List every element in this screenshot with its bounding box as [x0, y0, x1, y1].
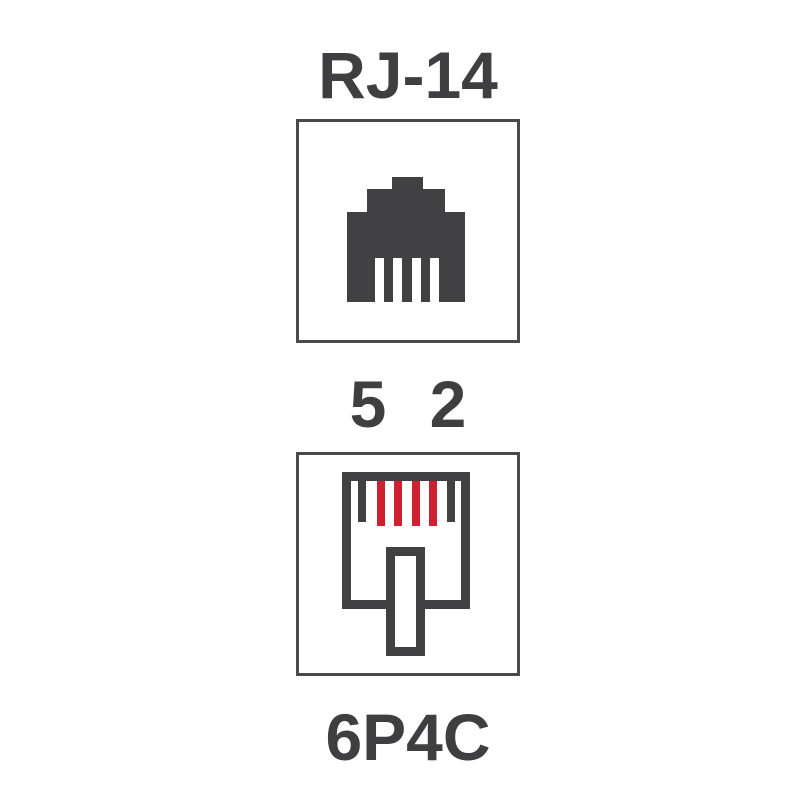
plug-pin-6: [447, 481, 455, 522]
jack-silhouette-icon: [347, 177, 465, 302]
plug-pin-2: [377, 481, 385, 526]
jack-step-top: [392, 177, 423, 190]
standard-label: 6P4C: [325, 700, 491, 774]
plug-pin-4: [412, 481, 420, 526]
jack-outline-box: [296, 119, 520, 343]
jack-slot-4: [430, 258, 439, 302]
plug-pin-1: [358, 481, 366, 522]
pin-label-5: 5: [349, 367, 387, 441]
pin-label-2: 2: [429, 367, 467, 441]
jack-slot-2: [393, 258, 402, 302]
jack-body: [347, 212, 465, 302]
jack-slot-3: [412, 258, 421, 302]
plug-pin-5: [429, 481, 437, 526]
plug-outline-icon: [342, 472, 470, 656]
jack-slot-1: [375, 258, 384, 302]
jack-step-mid: [367, 189, 445, 213]
plug-latch: [386, 547, 425, 656]
connector-title: RJ-14: [318, 38, 498, 112]
plug-pin-3: [394, 481, 402, 526]
plug-outline-box: [296, 452, 520, 676]
